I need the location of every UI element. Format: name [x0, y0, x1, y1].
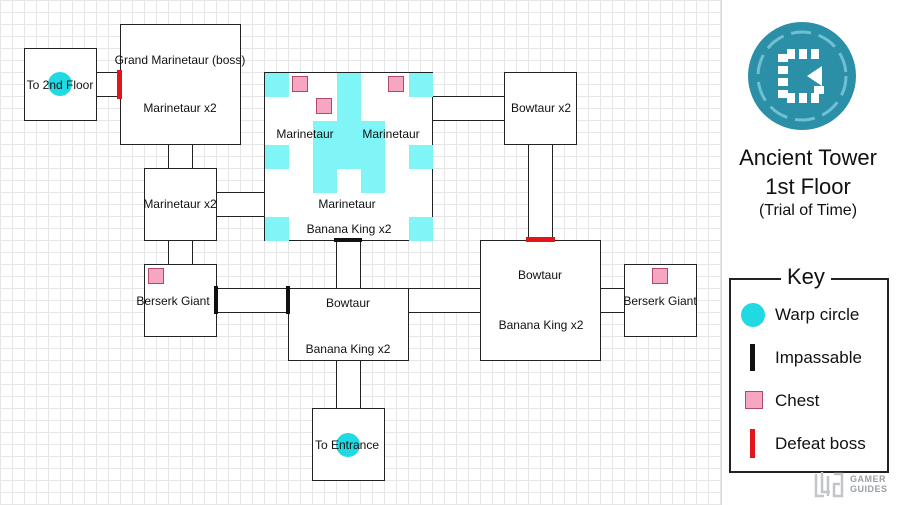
corridor [168, 143, 193, 169]
water-tile [337, 73, 361, 97]
ancient-tower-logo-icon [748, 22, 856, 130]
defeat-boss-icon [750, 429, 755, 458]
warp-circle-icon [48, 72, 72, 96]
room-label: Bowtaur [325, 296, 371, 310]
corridor [216, 192, 266, 217]
key-label-defeat-boss: Defeat boss [775, 434, 866, 453]
boss-gate [526, 237, 555, 242]
water-tile [409, 73, 433, 97]
corridor [431, 96, 506, 121]
room-label: Banana King x2 [498, 318, 584, 332]
room-label: Bowtaur [517, 268, 563, 282]
water-tile [361, 145, 385, 169]
room-label: Marinetaur [318, 197, 376, 211]
room-east [480, 240, 601, 361]
water-tile [265, 145, 289, 169]
brand-line1: GAMER [850, 474, 886, 484]
key-label-warp: Warp circle [775, 305, 860, 324]
room-label: Marinetaur x2 [143, 197, 217, 211]
water-tile [361, 121, 385, 145]
chest-icon [148, 268, 164, 284]
corridor [407, 288, 482, 313]
impassable-wall [286, 286, 290, 314]
room-label: To Entrance [314, 438, 380, 452]
chest-icon [388, 76, 404, 92]
room-label: Marinetaur x2 [143, 101, 217, 115]
water-tile [313, 169, 337, 193]
room-bowtaur-ne [504, 72, 577, 145]
warp-circle-icon [741, 303, 765, 327]
room-label: Marinetaur [362, 127, 420, 141]
room-label: To 2nd Floor [26, 78, 94, 92]
corridor [336, 240, 361, 289]
impassable-icon [750, 344, 755, 371]
chest-icon [745, 391, 763, 409]
room-label: Banana King x2 [306, 222, 392, 236]
impassable-wall [334, 238, 362, 242]
key-title: Key [781, 264, 831, 290]
chest-icon [316, 98, 332, 114]
water-tile [409, 145, 433, 169]
water-tile [409, 217, 433, 241]
water-tile [313, 121, 337, 145]
water-tile [265, 217, 289, 241]
map-title-line2: 1st Floor [765, 174, 851, 199]
corridor [528, 143, 553, 241]
water-tile [265, 73, 289, 97]
corridor [216, 288, 290, 313]
room-marinetaur-west [144, 168, 217, 241]
room-label: Bowtaur x2 [510, 101, 572, 115]
room-label: Berserk Giant [136, 294, 210, 308]
gamer-guides-logo-icon [814, 472, 844, 498]
corridor [168, 240, 193, 265]
map-title-line1: Ancient Tower [739, 145, 877, 170]
room-label: Banana King x2 [305, 342, 391, 356]
room-label: Marinetaur [276, 127, 334, 141]
room-berserk-east [624, 264, 697, 337]
map-subtitle: (Trial of Time) [758, 202, 858, 219]
chest-icon [292, 76, 308, 92]
gamer-guides-wordmark: GAMER GUIDES [850, 474, 888, 494]
impassable-wall [214, 286, 218, 314]
water-tile [337, 97, 361, 121]
water-tile [361, 169, 385, 193]
corridor [599, 288, 626, 313]
corridor [336, 359, 361, 410]
boss-gate [117, 70, 122, 99]
room-boss [120, 24, 241, 145]
key-label-chest: Chest [775, 391, 820, 410]
chest-icon [652, 268, 668, 284]
water-tile [337, 121, 361, 145]
warp-circle-icon [336, 433, 360, 457]
room-center [288, 288, 409, 361]
brand-line2: GUIDES [850, 484, 888, 494]
water-tile [313, 145, 337, 169]
room-label: Grand Marinetaur (boss) [114, 53, 246, 67]
room-label: Berserk Giant [623, 294, 697, 308]
water-tile [337, 145, 361, 169]
key-label-impassable: Impassable [775, 348, 862, 367]
